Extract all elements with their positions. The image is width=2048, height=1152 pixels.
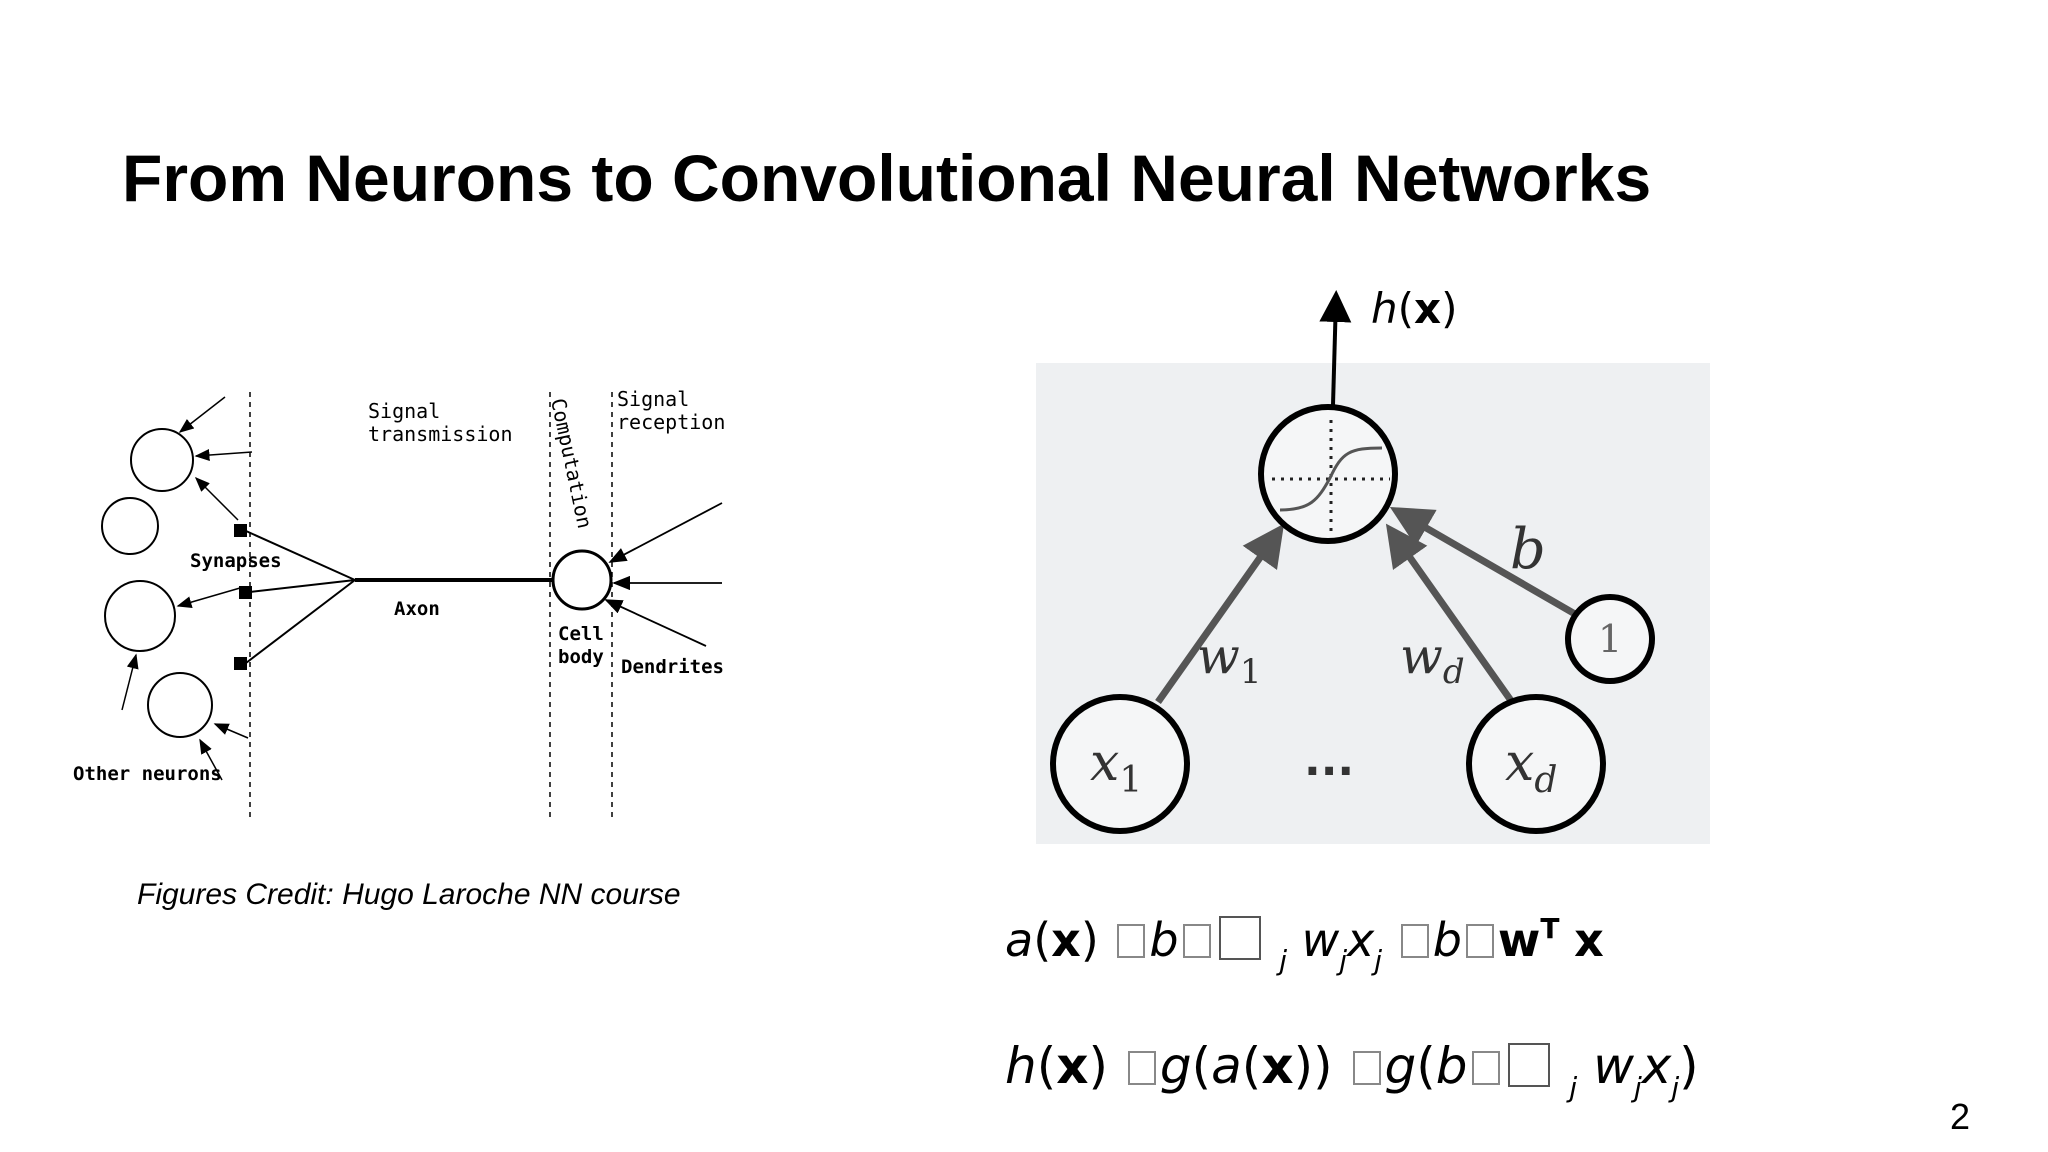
- sum-glyph-icon: [1218, 916, 1261, 960]
- missing-glyph-icon: [1465, 924, 1494, 958]
- label-signal-reception: reception: [617, 410, 725, 434]
- bias-label: b: [1510, 517, 1546, 582]
- other-neuron-circle: [101, 497, 159, 555]
- label-signal-reception: Signal: [617, 387, 689, 411]
- bias-node-label: 1: [1598, 617, 1622, 661]
- label-synapses: Synapses: [190, 550, 282, 572]
- label-cell-body: Cell: [558, 623, 604, 645]
- sum-glyph-icon: [1507, 1043, 1550, 1087]
- other-neuron-circle: [130, 428, 194, 492]
- other-neuron-circle: [104, 580, 176, 652]
- synapse-terminal: [234, 524, 247, 537]
- edge-w1: [1155, 523, 1285, 705]
- label-dendrites: Dendrites: [621, 656, 724, 678]
- axon-branch: [245, 579, 356, 664]
- equation-activation: h(x) g(a(x)) g(b j wjxj): [1005, 1037, 1699, 1104]
- input-node-x1: [1050, 694, 1190, 834]
- edge-wd: [1385, 523, 1515, 705]
- input-node-xd: [1466, 694, 1606, 834]
- axon-branch: [249, 579, 356, 593]
- missing-glyph-icon: [1127, 1051, 1156, 1085]
- label-signal-transmission: transmission: [368, 422, 513, 446]
- sigmoid-curve-icon: [1279, 446, 1383, 512]
- label-cell-body: body: [558, 646, 604, 668]
- synapse-terminal: [239, 586, 252, 599]
- dendrite-arrow: [608, 502, 723, 563]
- figure-credit: Figures Credit: Hugo Laroche NN course: [137, 878, 681, 911]
- other-neuron-circle: [147, 672, 213, 738]
- label-signal-transmission: Signal: [368, 399, 440, 423]
- weight-label-wd: wd: [1400, 627, 1465, 692]
- output-arrow: [1319, 290, 1352, 406]
- bias-node: [1565, 594, 1655, 684]
- axon-branch: [245, 530, 356, 581]
- page-number: 2: [1950, 1096, 1971, 1137]
- weight-label-w1: w1: [1197, 627, 1261, 692]
- missing-glyph-icon: [1182, 924, 1211, 958]
- missing-glyph-icon: [1400, 924, 1429, 958]
- missing-glyph-icon: [1117, 924, 1146, 958]
- dendrite-arrow: [604, 599, 707, 647]
- neuron-node: [1258, 404, 1398, 544]
- synapse-terminal: [234, 657, 247, 670]
- label-axon: Axon: [394, 598, 440, 620]
- input-label-x1: x1: [1090, 733, 1142, 801]
- cell-body-circle: [551, 549, 613, 611]
- ellipsis: ...: [1304, 735, 1354, 786]
- slide-title: From Neurons to Convolutional Neural Net…: [122, 141, 1652, 215]
- missing-glyph-icon: [1471, 1051, 1500, 1085]
- output-label: h(x): [1371, 284, 1458, 333]
- input-label-xd: xd: [1505, 733, 1557, 801]
- missing-glyph-icon: [1352, 1051, 1381, 1085]
- edge-bias: [1389, 506, 1577, 618]
- label-other-neurons: Other neurons: [73, 763, 222, 785]
